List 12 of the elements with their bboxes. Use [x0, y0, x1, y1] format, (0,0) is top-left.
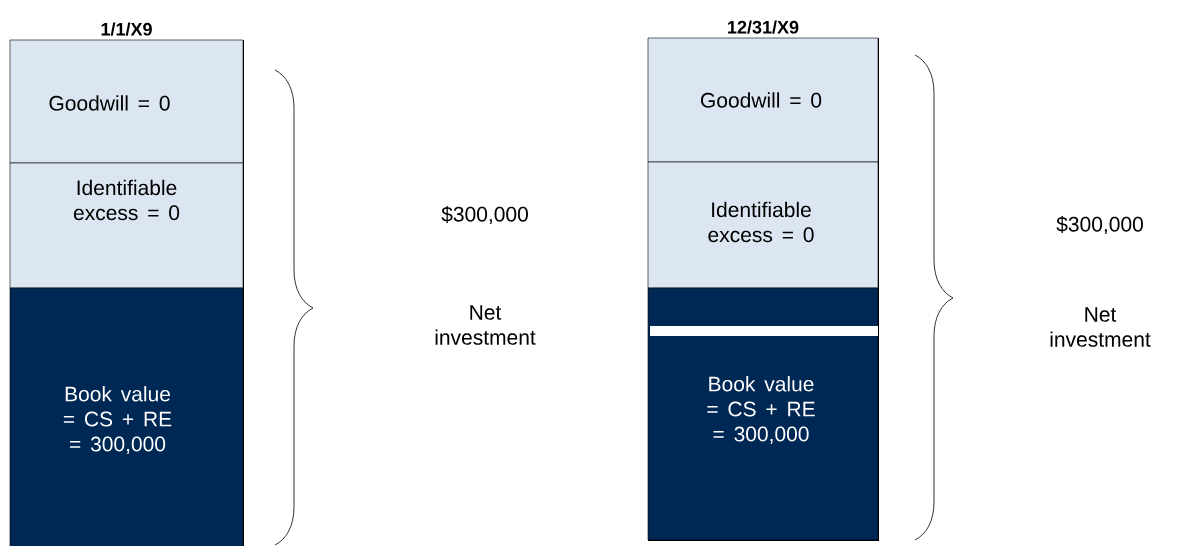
- brace-label: Net investment: [1050, 307, 1151, 347]
- brace-label: $300,000: [441, 205, 528, 225]
- brace-label: Net investment: [435, 305, 536, 345]
- section-box: Goodwill = 0: [9, 39, 244, 164]
- section-box: Identifiable excess = 0: [647, 161, 879, 289]
- brace-label: $300,000: [1056, 215, 1143, 235]
- node-label: 1/1/X9: [101, 22, 152, 36]
- section-box: Identifiable excess = 0: [9, 162, 244, 289]
- section-box: Goodwill = 0: [647, 37, 879, 163]
- node-label: 12/31/X9: [728, 20, 799, 34]
- section-box: Book value = CS + RE = 300,000: [9, 287, 244, 546]
- section-box: Book value = CS + RE = 300,000: [647, 287, 879, 541]
